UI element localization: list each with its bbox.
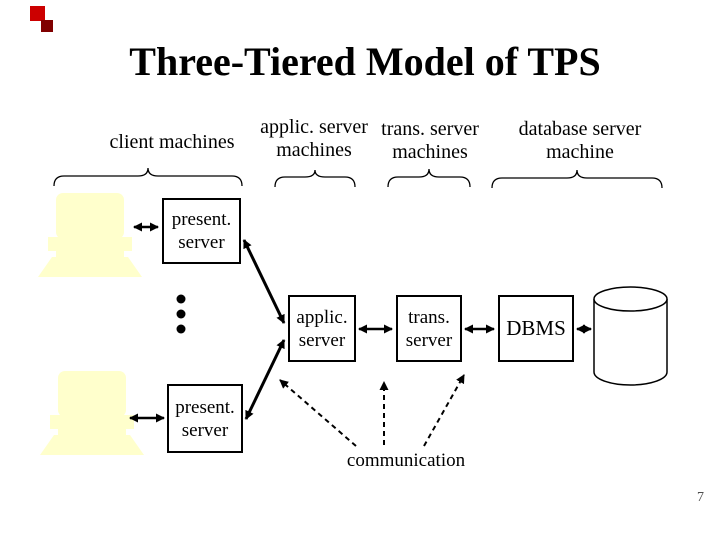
present-server-box-1: present. server bbox=[162, 198, 241, 264]
accent-square-2 bbox=[41, 20, 53, 32]
brace-icon bbox=[491, 169, 663, 189]
database-cylinder-icon bbox=[593, 286, 668, 386]
communication-arrow-left bbox=[279, 379, 357, 447]
column-label-applic-server-machines: applic. server machines bbox=[260, 116, 368, 161]
vertical-ellipsis-icon bbox=[176, 294, 186, 334]
dbms-box: DBMS bbox=[498, 295, 574, 362]
brace-icon bbox=[53, 167, 243, 187]
column-label-client-machines: client machines bbox=[109, 131, 235, 153]
brace-icon bbox=[387, 168, 471, 188]
brace-icon bbox=[274, 169, 356, 188]
accent-square-1 bbox=[30, 6, 45, 21]
column-label-trans-server-machines: trans. server machines bbox=[381, 118, 479, 163]
connector-present2-applic bbox=[244, 339, 286, 420]
communication-arrow-right bbox=[423, 374, 465, 447]
communication-label: communication bbox=[346, 450, 466, 471]
trans-server-box: trans. server bbox=[396, 295, 462, 362]
slide-title: Three-Tiered Model of TPS bbox=[129, 39, 601, 84]
applic-server-box: applic. server bbox=[288, 295, 356, 362]
page-number: 7 bbox=[697, 490, 704, 505]
present-server-box-2: present. server bbox=[167, 384, 243, 453]
connector-present1-applic bbox=[242, 239, 286, 324]
column-label-database-server-machine: database server machine bbox=[518, 118, 642, 163]
